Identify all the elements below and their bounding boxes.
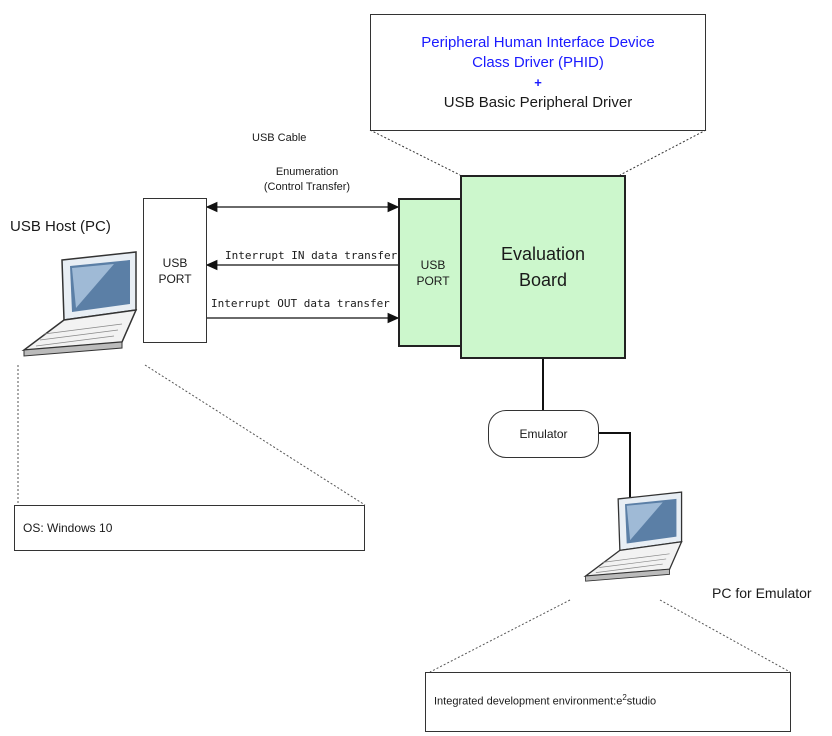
driver-stack-box: Peripheral Human Interface Device Class … xyxy=(370,14,706,131)
laptop-icon xyxy=(583,491,683,582)
driver-line-2: Class Driver (PHID) xyxy=(472,53,604,71)
usb-cable-label: USB Cable xyxy=(252,132,307,144)
pc-for-emulator-label: PC for Emulator xyxy=(712,585,812,601)
host-port-line-1: USB xyxy=(162,255,188,270)
ide-suffix: studio xyxy=(626,695,657,708)
callout-line xyxy=(619,129,707,176)
enumeration-label: Enumeration (Control Transfer) xyxy=(232,165,382,195)
callout-line xyxy=(429,599,571,673)
board-line-1: Evaluation xyxy=(500,244,586,264)
ide-sup: 2 xyxy=(622,693,627,702)
usb-host-label: USB Host (PC) xyxy=(10,218,111,235)
ide-prefix: Integrated development environment:e xyxy=(434,695,623,708)
os-label: OS: Windows 10 xyxy=(23,521,113,535)
emulator-label: Emulator xyxy=(519,427,568,441)
driver-line-1: Peripheral Human Interface Device xyxy=(421,33,655,51)
callout-line xyxy=(144,364,366,506)
callout-line xyxy=(659,599,791,673)
laptop-icon xyxy=(21,251,138,357)
board-line-2: Board xyxy=(518,270,568,290)
emulator-box: Emulator xyxy=(488,410,599,458)
interrupt-in-label: Interrupt IN data transfer xyxy=(225,249,398,262)
board-port-line-2: PORT xyxy=(416,273,450,288)
evaluation-board: Evaluation Board xyxy=(460,175,626,359)
ide-box: Integrated development environment:e2stu… xyxy=(425,672,791,732)
emulator-pc-line xyxy=(597,432,631,500)
driver-line-3: USB Basic Peripheral Driver xyxy=(443,93,633,111)
host-port-line-2: PORT xyxy=(158,271,192,286)
callout-line xyxy=(369,129,461,176)
host-usb-port: USB PORT xyxy=(143,198,207,343)
interrupt-out-label: Interrupt OUT data transfer xyxy=(211,297,390,310)
control-transfer-text: (Control Transfer) xyxy=(263,181,351,193)
os-box: OS: Windows 10 xyxy=(14,505,365,551)
driver-plus: + xyxy=(534,74,542,90)
enumeration-text: Enumeration xyxy=(275,166,339,178)
board-usb-port: USB PORT xyxy=(398,198,468,347)
board-port-line-1: USB xyxy=(420,257,446,272)
